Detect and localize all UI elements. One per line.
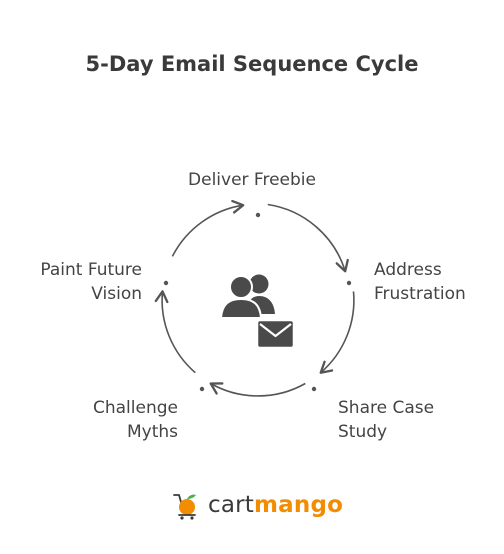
cartmango-logo: cartmango xyxy=(172,490,343,520)
step-address-frustration: Address Frustration xyxy=(374,260,466,304)
step-dot-5 xyxy=(163,280,169,286)
step-deliver-freebie: Deliver Freebie xyxy=(188,170,316,190)
step-dot-3 xyxy=(311,386,317,392)
arc-1 xyxy=(171,199,245,257)
arc-5 xyxy=(154,290,196,374)
step-share-case-study: Share Case Study xyxy=(338,398,435,442)
step-dot-1 xyxy=(255,212,261,218)
step-dot-2 xyxy=(346,280,352,286)
arc-2 xyxy=(267,203,349,273)
mango-cart-icon xyxy=(173,494,196,520)
step-dot-4 xyxy=(199,386,205,392)
users-envelope-icon xyxy=(219,274,296,350)
diagram-title: 5-Day Email Sequence Cycle xyxy=(85,52,419,76)
arc-3 xyxy=(319,291,355,374)
step-challenge-myths: Challenge Myths xyxy=(93,398,178,442)
step-paint-future-vision: Paint Future Vision xyxy=(40,260,142,304)
arc-4 xyxy=(209,382,306,397)
logo-text: cartmango xyxy=(208,492,344,518)
